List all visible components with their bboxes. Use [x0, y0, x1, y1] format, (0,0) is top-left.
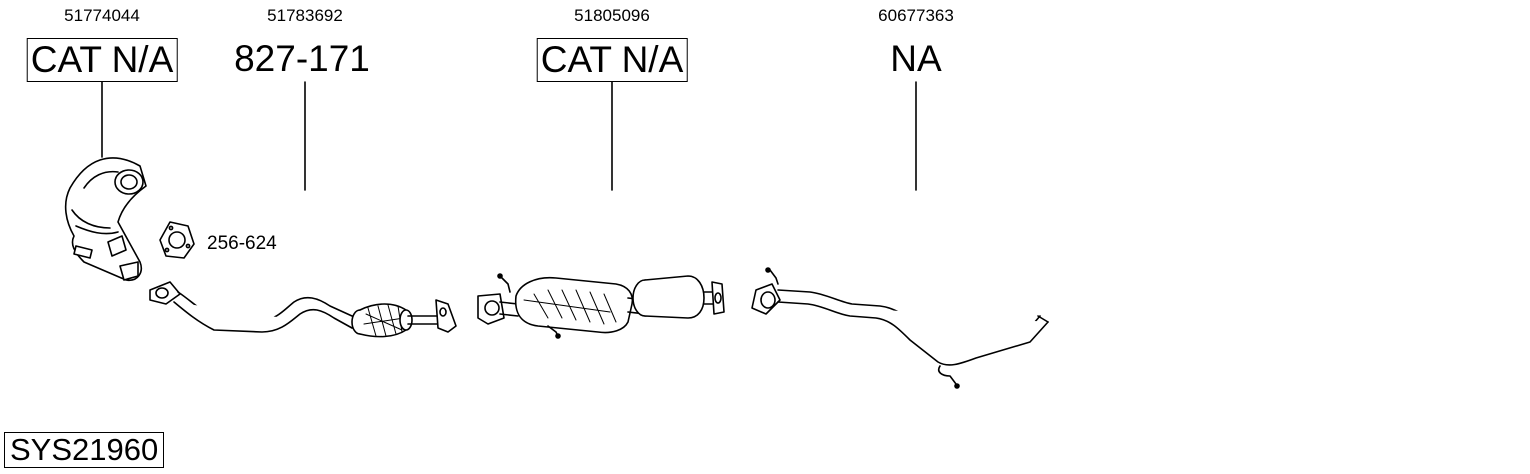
gasket-part-number[interactable]: 256-624	[207, 233, 277, 254]
catalytic-converter-icon	[64, 157, 147, 282]
oe-number-1: 51774044	[64, 6, 140, 25]
oe-number-3: 51805096	[574, 6, 650, 25]
part-number-2[interactable]: 827-171	[234, 38, 370, 79]
rear-pipe-icon	[751, 267, 1049, 389]
gasket-icon	[159, 221, 195, 259]
oe-number-2: 51783692	[267, 6, 343, 25]
oe-number-4: 60677363	[878, 6, 954, 25]
front-pipe-icon	[149, 281, 457, 338]
system-code: SYS21960	[4, 432, 165, 468]
part-number-1[interactable]: CAT N/A	[26, 38, 178, 82]
part-number-4[interactable]: NA	[890, 38, 942, 79]
middle-catalyst-icon	[477, 273, 725, 339]
